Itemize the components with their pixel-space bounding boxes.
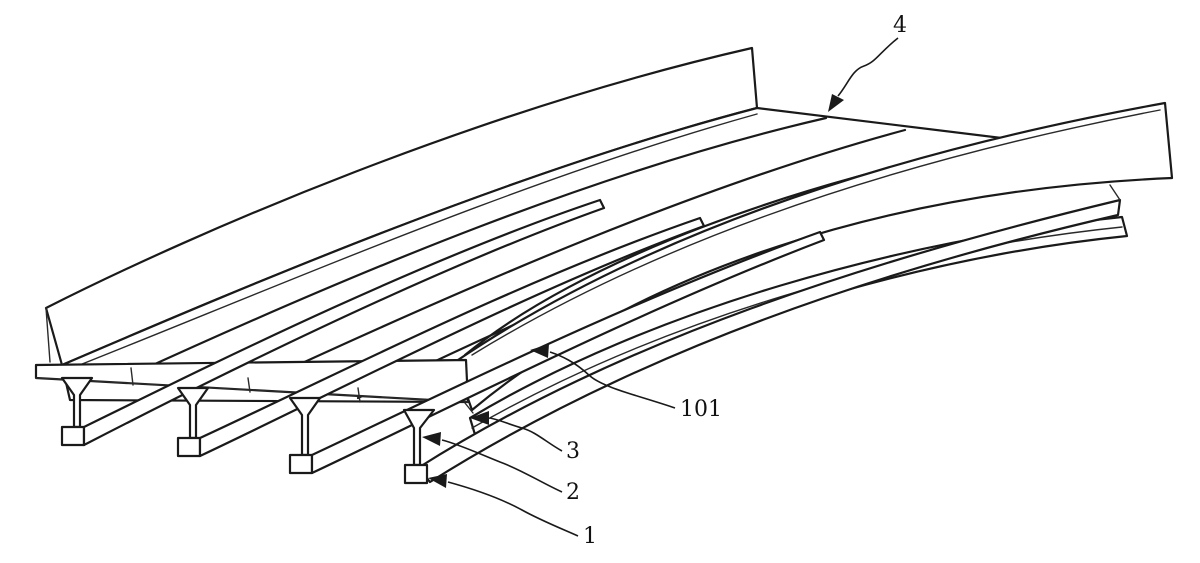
label-101: 101 [680,397,722,422]
girder-4 [402,408,436,485]
label-2-group: 2 [422,432,580,505]
label-4: 4 [893,13,907,38]
girder-1 [60,198,606,447]
label-3-group: 3 [470,411,580,464]
label-1-group: 1 [428,474,597,549]
label-2: 2 [566,480,580,505]
label-4-group: 4 [828,13,907,112]
label-3: 3 [566,439,580,464]
label-1: 1 [583,524,597,549]
girder-3 [288,230,826,475]
girder-2 [176,216,706,458]
label-101-group: 101 [530,344,722,422]
side-girder [416,184,1129,484]
